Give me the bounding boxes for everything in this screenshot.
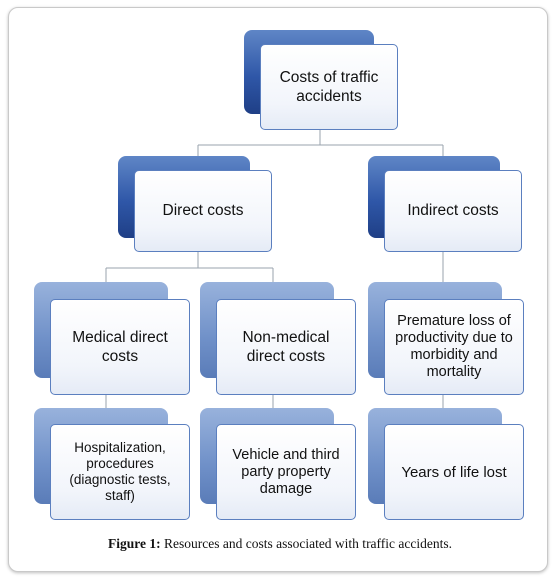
- node-nonmedical-direct: Non-medical direct costs: [200, 282, 356, 395]
- node-nonmedical-direct-label: Non-medical direct costs: [242, 329, 330, 365]
- node-years-life-lost-label: Years of life lost: [401, 463, 507, 481]
- figure-caption: Figure 1: Resources and costs associated…: [0, 536, 560, 552]
- node-root: Costs of traffic accidents: [244, 30, 398, 130]
- node-indirect-costs: Indirect costs: [368, 156, 522, 252]
- node-years-life-lost: Years of life lost: [368, 408, 524, 520]
- node-indirect-costs-label: Indirect costs: [407, 202, 499, 219]
- node-direct-costs-label: Direct costs: [162, 202, 244, 219]
- node-medical-direct-label: Medical direct costs: [72, 329, 168, 365]
- caption-label: Figure 1:: [107, 536, 161, 551]
- node-direct-costs: Direct costs: [118, 156, 272, 252]
- node-root-label: Costs of traffic accidents: [279, 69, 379, 105]
- node-vehicle-damage-label: Vehicle and third party property damage: [232, 446, 340, 497]
- caption-text: Resources and costs associated with traf…: [163, 536, 453, 551]
- node-premature-loss: Premature loss of productivity due to mo…: [368, 282, 524, 395]
- node-premature-loss-label: Premature loss of productivity due to mo…: [395, 313, 513, 380]
- node-hospitalization-label: Hospitalization, procedures (diagnostic …: [69, 440, 171, 503]
- node-hospitalization: Hospitalization, procedures (diagnostic …: [34, 408, 190, 520]
- node-vehicle-damage: Vehicle and third party property damage: [200, 408, 356, 520]
- node-medical-direct: Medical direct costs: [34, 282, 190, 395]
